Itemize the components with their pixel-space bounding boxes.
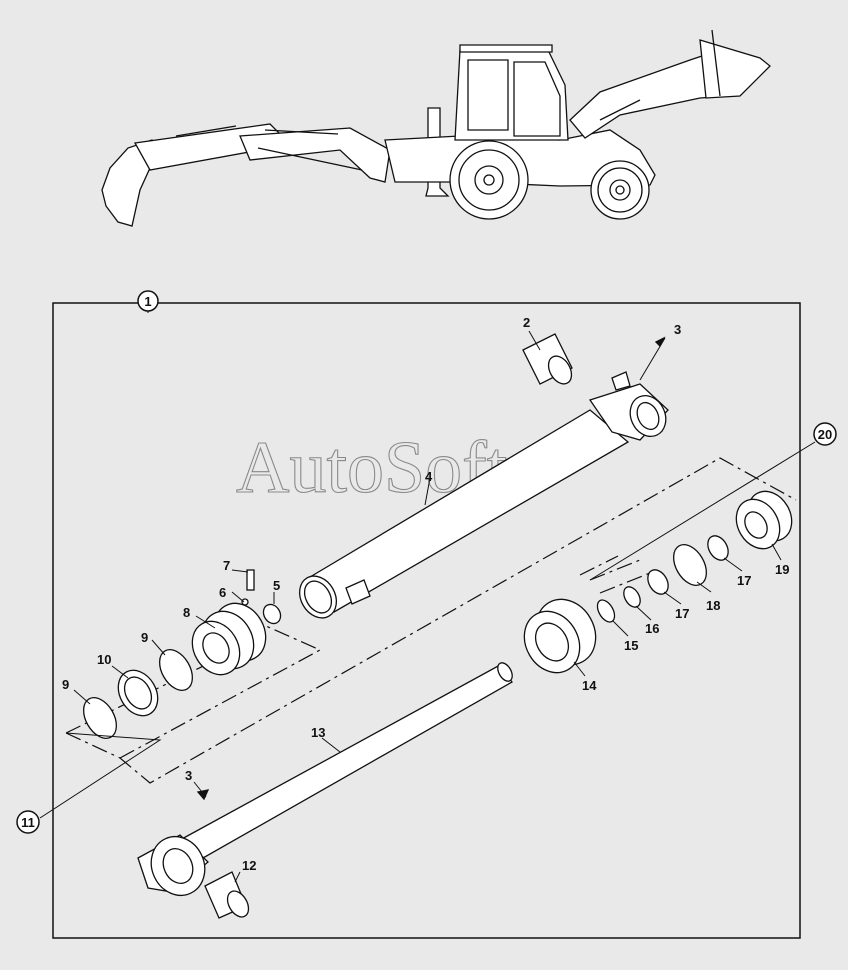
callout-assembly-11: 11: [16, 810, 40, 834]
part-label-17-lower: 17: [675, 606, 689, 621]
part-label-8: 8: [183, 605, 190, 620]
callout-assembly-11-label: 11: [21, 815, 35, 830]
piston-8: [191, 602, 267, 676]
callout-assembly-20: 20: [813, 422, 837, 446]
backhoe-loader-illustration: [101, 29, 771, 227]
callout-assembly-1-label: 1: [144, 294, 151, 309]
ring-17b: [707, 535, 729, 561]
bushing-12: [204, 871, 250, 919]
part-label-17-upper: 17: [737, 573, 751, 588]
piston-19: [735, 490, 793, 550]
part-label-18: 18: [706, 598, 720, 613]
piston-rod: [137, 662, 513, 896]
part-label-7: 7: [223, 558, 230, 573]
part-label-5: 5: [273, 578, 280, 593]
seal-9b: [82, 697, 118, 739]
part-label-14: 14: [582, 678, 597, 693]
bushing-2: [522, 333, 573, 385]
assembly-frame: [52, 302, 801, 939]
part-label-15: 15: [624, 638, 638, 653]
callout-assembly-20-label: 20: [818, 427, 832, 442]
seal-18: [672, 544, 708, 586]
part-label-9-lower: 9: [62, 677, 69, 692]
o-ring-5: [262, 603, 282, 625]
part-label-6: 6: [219, 585, 226, 600]
part-label-12: 12: [242, 858, 256, 873]
leader-lines: [39, 303, 816, 883]
seal-15: [596, 599, 616, 623]
seal-16: [623, 586, 641, 608]
seal-9a: [158, 649, 194, 691]
gland-14: [523, 598, 597, 674]
part-label-3-bottom: 3: [185, 768, 192, 783]
callout-assembly-1: 1: [137, 290, 159, 312]
cylinder-barrel: [298, 371, 669, 619]
part-label-3-top: 3: [674, 322, 681, 337]
wear-ring-10: [117, 669, 159, 717]
ball-6: [241, 598, 249, 606]
part-label-16: 16: [645, 621, 659, 636]
part-label-10: 10: [97, 652, 111, 667]
set-screw-7: [246, 569, 255, 591]
ring-17a: [647, 569, 669, 595]
part-label-2: 2: [523, 315, 530, 330]
part-label-9-upper: 9: [141, 630, 148, 645]
part-label-19: 19: [775, 562, 789, 577]
part-label-13: 13: [311, 725, 325, 740]
part-label-4: 4: [425, 469, 433, 484]
